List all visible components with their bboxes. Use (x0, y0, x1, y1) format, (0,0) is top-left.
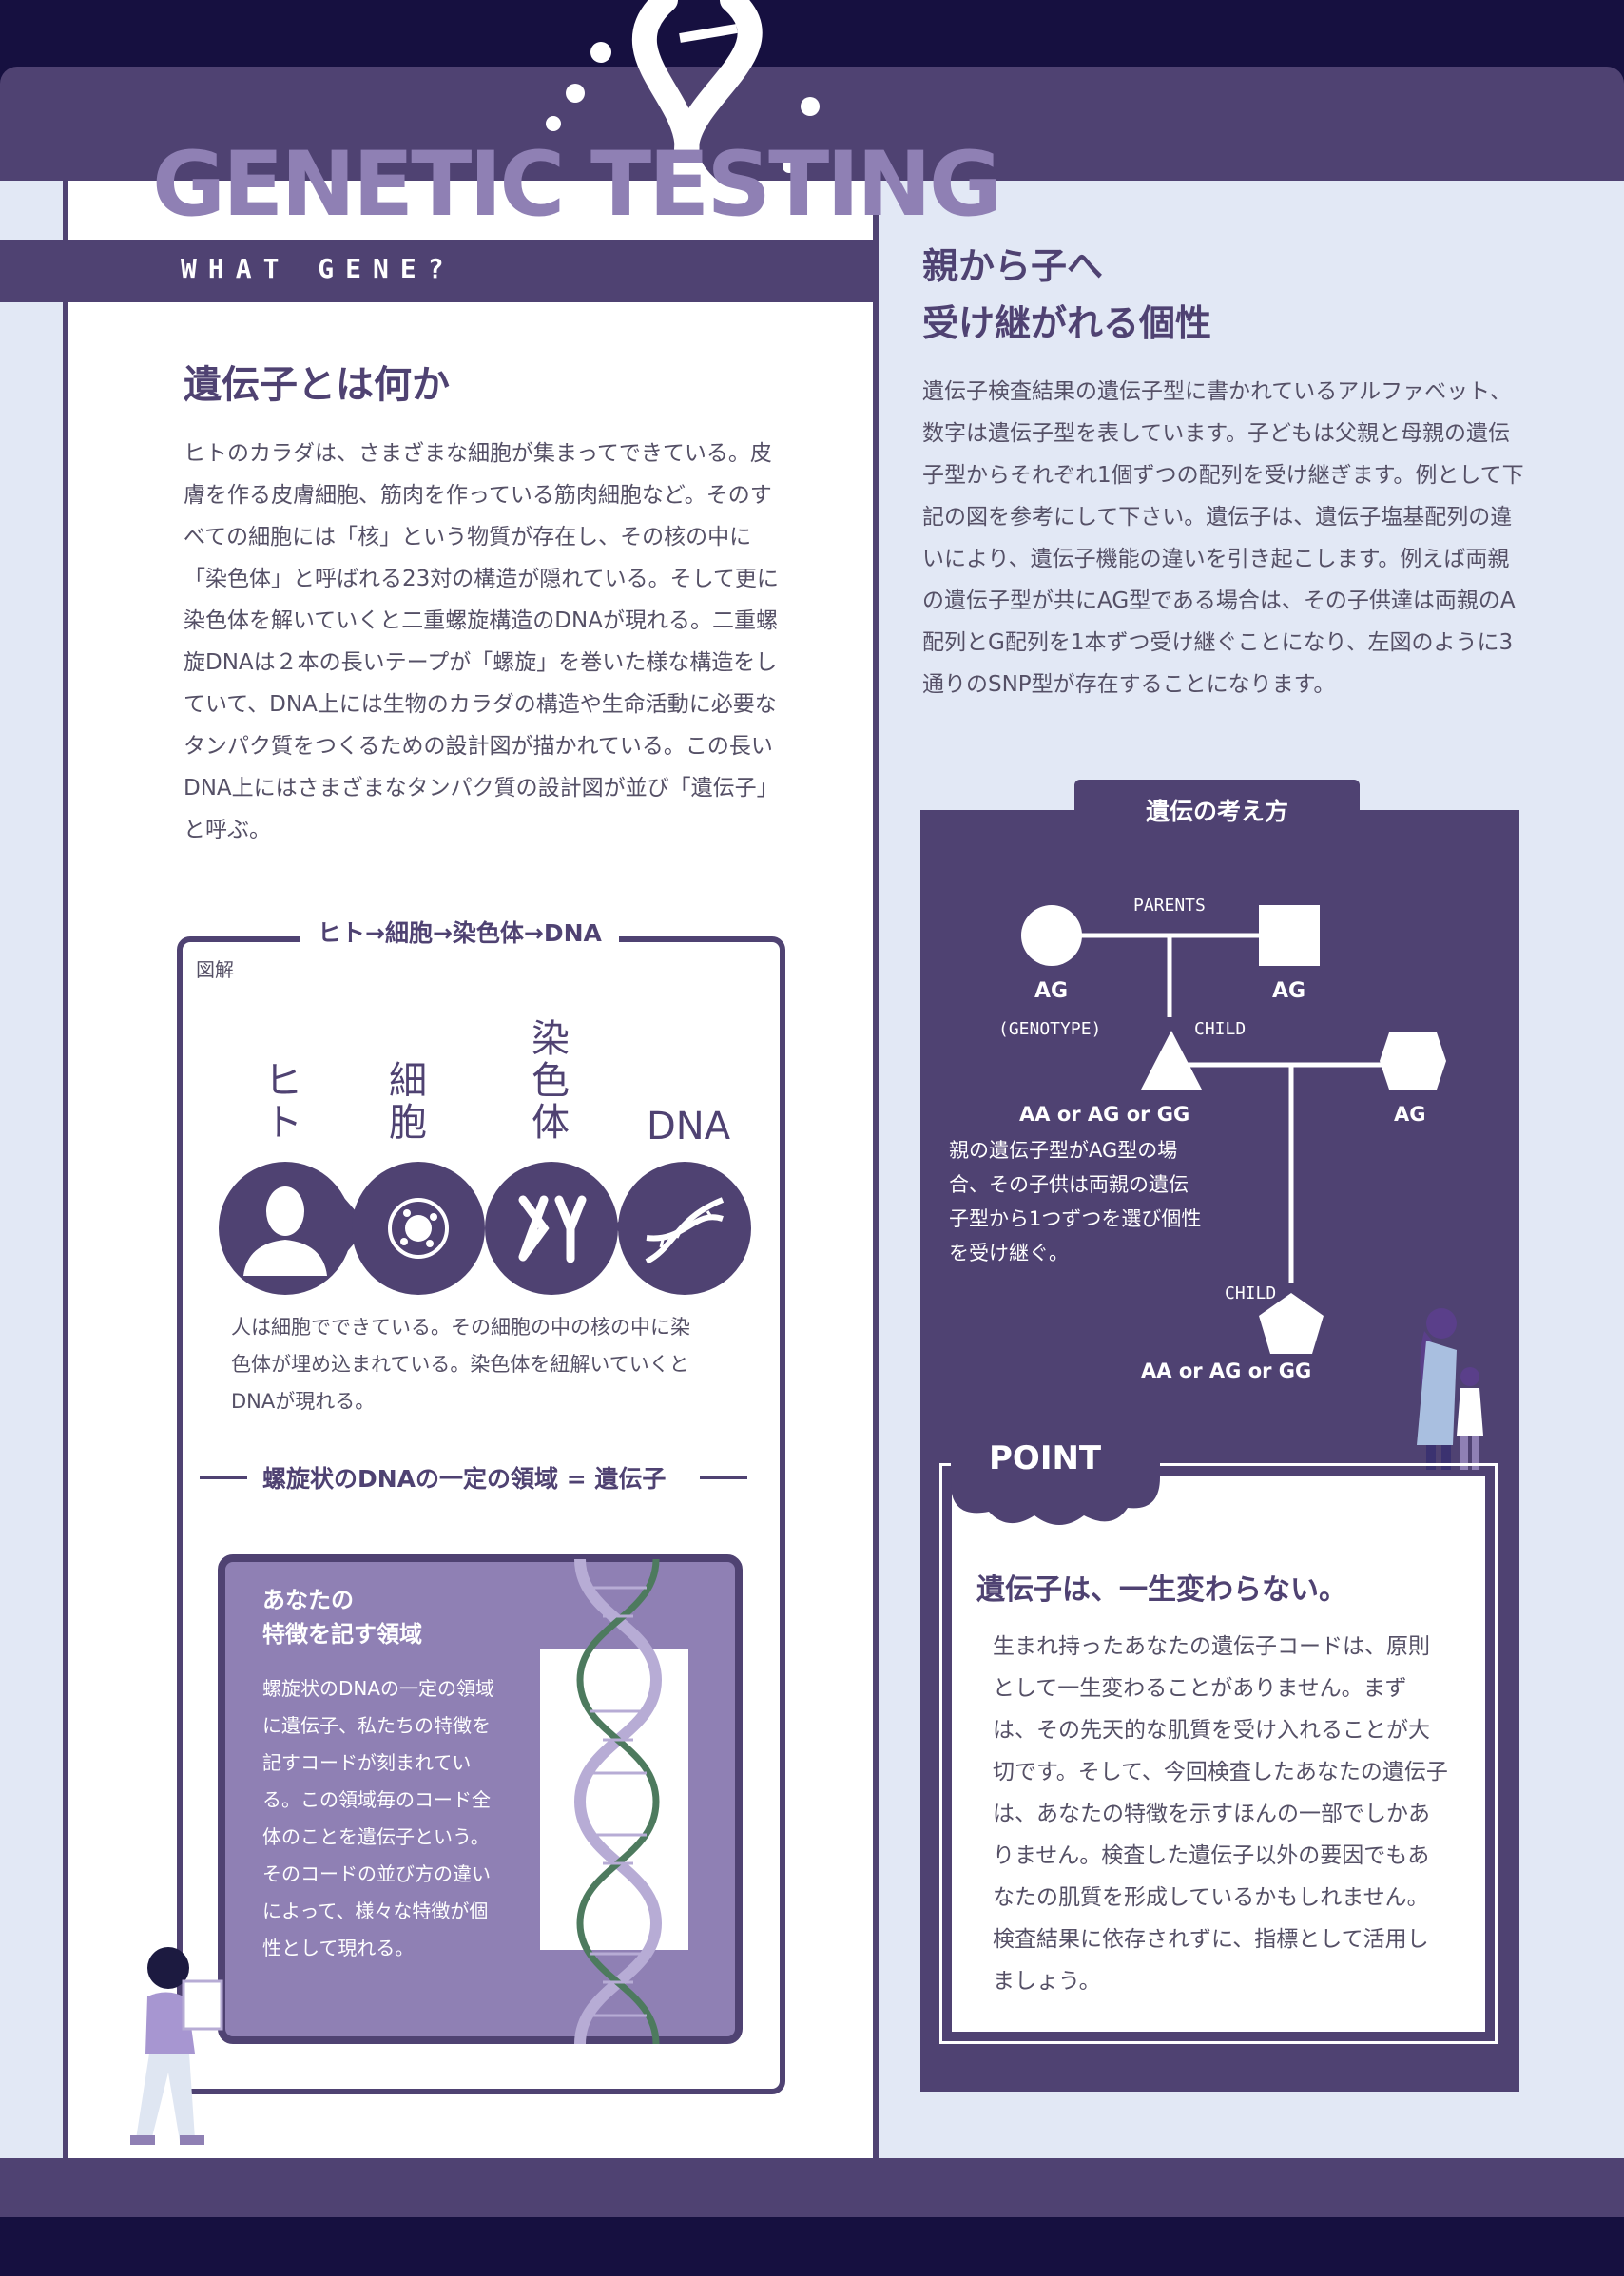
mother-genotype: AG (1034, 979, 1069, 1003)
person-icon (243, 1186, 327, 1276)
spouse-hexagon-symbol (1380, 1032, 1446, 1090)
label-chromosome: 染色体 (532, 1017, 570, 1145)
pedigree-diagram (1021, 905, 1446, 1354)
figure-caption: 人は細胞でできている。その細胞の中の核の中に染色体が埋め込まれている。染色体を紐… (231, 1316, 690, 1413)
child-genotype-result: AA or AG or GG (1019, 1103, 1190, 1126)
arrow-pointer-2 (454, 1198, 479, 1255)
right-heading-line1: 親から子へ (922, 245, 1104, 287)
grandchild-pentagon-symbol (1259, 1293, 1324, 1354)
label-dna: DNA (647, 1105, 731, 1148)
point-label: POINT (989, 1439, 1102, 1477)
spouse-genotype: AG (1394, 1103, 1426, 1126)
header-band (0, 67, 1624, 181)
point-body: 生まれ持ったあなたの遺伝子コードは、原則として一生変わることがありません。まずは… (993, 1634, 1448, 1994)
right-heading-line2: 受け継がれる個性 (922, 302, 1212, 344)
dna-window (540, 1649, 688, 1950)
label-human: ヒト (264, 1059, 302, 1145)
grandchild-genotype-result: AA or AG or GG (1141, 1360, 1312, 1382)
reading-person-illustration (130, 1947, 223, 2145)
gene-line-right-rule (700, 1476, 747, 1479)
subtitle-bar (0, 240, 873, 302)
child-label-2: CHILD (1225, 1283, 1277, 1303)
child-label-1: CHILD (1194, 1019, 1247, 1039)
left-body: ヒトのカラダは、さまざまな細胞が集まってできている。皮膚を作る皮膚細胞、筋肉を作… (184, 441, 779, 842)
inheritance-tab (1074, 780, 1360, 837)
top-band (0, 0, 1624, 67)
mother-circle-symbol (1021, 905, 1082, 966)
cell-icon (388, 1198, 449, 1259)
left-heading: 遺伝子とは何か (184, 363, 450, 407)
inheritance-tab-label: 遺伝の考え方 (1145, 798, 1288, 825)
gene-region-body: 螺旋状のDNAの一定の領域に遺伝子、私たちの特徴を記すコードが刻まれている。この… (262, 1677, 495, 1959)
figure-tag: 図解 (196, 958, 234, 981)
point-cloud-shape (951, 1436, 1160, 1525)
right-heading: 親から子へ 受け継がれる個性 (922, 238, 1211, 352)
point-heading: 遺伝子は、一生変わらない。 (976, 1573, 1347, 1607)
page-title: GENETIC TESTING (152, 133, 1002, 237)
genotype-label: (GENOTYPE) (998, 1019, 1102, 1039)
figure-title: ヒト→細胞→染色体→DNA (300, 915, 619, 949)
parent-child-illustration (1417, 1308, 1483, 1485)
dna-icon (645, 1197, 725, 1264)
chromosome-circle (485, 1162, 618, 1295)
human-circle (219, 1162, 352, 1295)
footer-band (0, 2158, 1624, 2217)
father-genotype: AG (1272, 979, 1306, 1003)
gene-region-title: あなたの 特徴を記す領域 (262, 1587, 422, 1648)
gene-definition: 螺旋状のDNAの一定の領域 = 遺伝子 (262, 1465, 667, 1493)
dna-circle (618, 1162, 751, 1295)
footer-bottom-band (0, 2217, 1624, 2276)
point-box (939, 1463, 1498, 2044)
double-helix-icon (573, 1559, 663, 2044)
page-subtitle: WHAT GENE? (181, 253, 455, 284)
gene-line-left-rule (200, 1476, 247, 1479)
chromosome-icon (518, 1195, 587, 1263)
right-body: 遺伝子検査結果の遺伝子型に書かれているアルファベット、数字は遺伝子型を表していま… (922, 379, 1524, 697)
label-cell: 細胞 (389, 1059, 427, 1145)
pedigree-note: 親の遺伝子型がAG型の場合、その子供は両親の遺伝子型から1つずつを選び個性を受け… (949, 1139, 1202, 1264)
father-square-symbol (1259, 905, 1320, 966)
parents-label: PARENTS (1133, 896, 1206, 916)
child-triangle-symbol (1141, 1031, 1202, 1090)
